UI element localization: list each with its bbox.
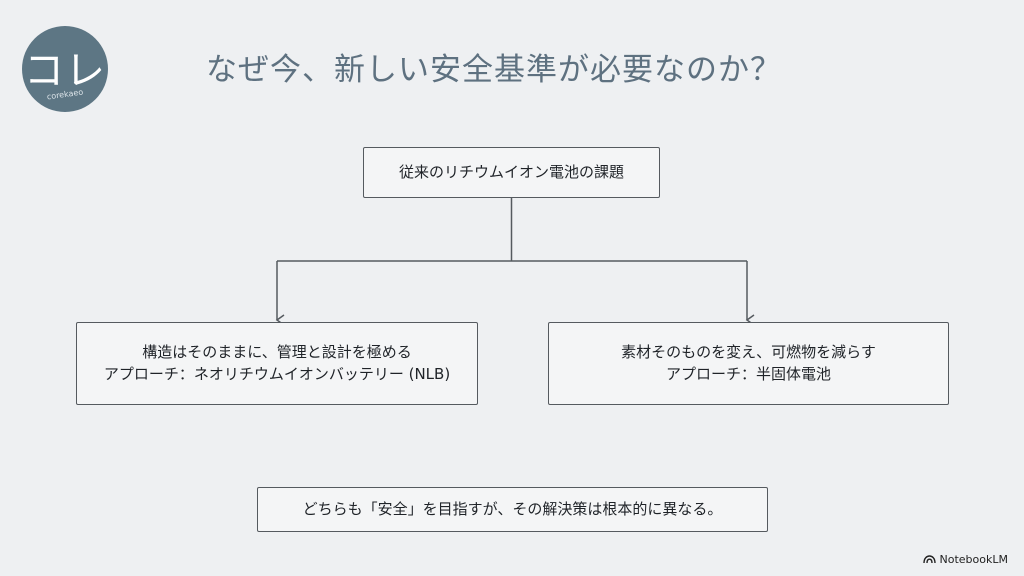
conclusion-text: どちらも「安全」を目指すが、その解決策は根本的に異なる。 [302, 499, 723, 518]
slide-title: なぜ今、新しい安全基準が必要なのか？ [206, 52, 782, 88]
right-node: 素材そのものを変え、可燃物を減らす アプローチ：半固体電池 [548, 322, 949, 405]
conclusion-box: どちらも「安全」を目指すが、その解決策は根本的に異なる。 [257, 487, 768, 532]
left-node-line2: アプローチ：ネオリチウムイオンバッテリー (NLB) [103, 364, 451, 383]
notebooklm-brand: NotebookLM [939, 553, 1008, 566]
right-node-line2: アプローチ：半固体電池 [665, 364, 831, 383]
left-node-line1: 構造はそのままに、管理と設計を極める [142, 342, 412, 361]
notebooklm-watermark: NotebookLM [922, 553, 1008, 566]
root-node-label: 従来のリチウムイオン電池の課題 [398, 162, 624, 181]
logo-text: コレ [24, 48, 106, 94]
right-node-line1: 素材そのものを変え、可燃物を減らす [621, 342, 876, 361]
left-node: 構造はそのままに、管理と設計を極める アプローチ：ネオリチウムイオンバッテリー … [76, 322, 478, 405]
corekaeo-logo: コレ corekaeo [22, 26, 108, 112]
root-node: 従来のリチウムイオン電池の課題 [363, 147, 660, 198]
notebooklm-icon [922, 555, 936, 564]
